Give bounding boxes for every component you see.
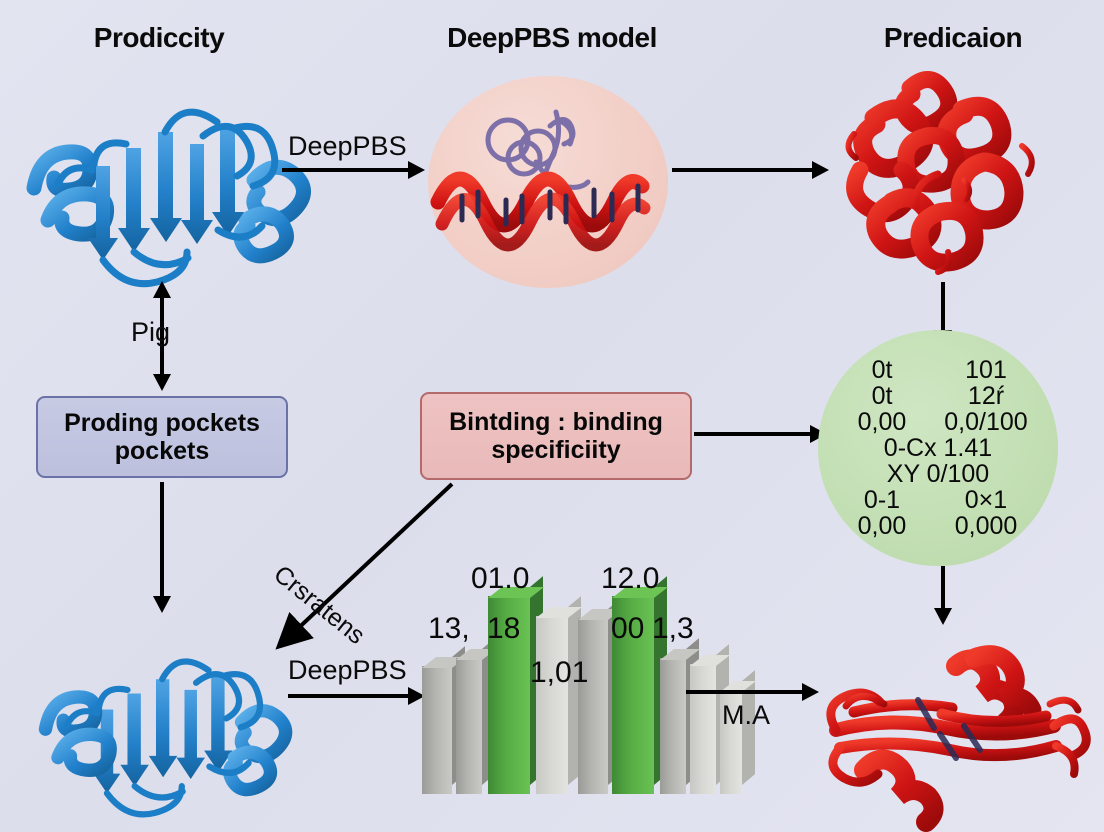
arrow-pig-line bbox=[160, 292, 164, 378]
arrow-dna-to-prediction-line bbox=[672, 168, 814, 172]
arrow-pockets-to-protein-head bbox=[153, 596, 171, 613]
protein-top-left bbox=[26, 108, 311, 288]
bar-b2 bbox=[456, 638, 497, 794]
bar-label-b6-inner: 00 bbox=[611, 612, 645, 645]
protein-bottom-right bbox=[826, 645, 1091, 832]
bar-b4 bbox=[536, 596, 583, 794]
column-title-right: Predicaion bbox=[883, 22, 1023, 53]
bar-label-b7: 1,3 bbox=[652, 612, 694, 645]
bar-b8 bbox=[690, 644, 731, 794]
box-binding-specificity-text: Bintding : binding specificiity bbox=[449, 408, 663, 464]
arrow-dna-to-prediction-head bbox=[812, 161, 829, 179]
arrow-specificity-to-protein2 bbox=[275, 482, 454, 650]
protein-top-right bbox=[845, 71, 1035, 275]
scores-row: 0-Cx 1.41 bbox=[883, 434, 993, 462]
arrow-label-ma: M.A bbox=[722, 700, 771, 730]
bar-b7 bbox=[660, 638, 701, 794]
arrow-pig-head-down bbox=[153, 374, 171, 391]
scores-row: 0-1 0×1 bbox=[863, 486, 1008, 514]
box-binding-pockets[interactable]: Proding pockets pockets bbox=[36, 396, 288, 478]
bar-b3 bbox=[488, 576, 545, 794]
box-binding-pockets-text: Proding pockets pockets bbox=[64, 409, 260, 465]
arrow-scores-to-structure-head bbox=[934, 608, 952, 625]
column-title-left: Prodiccity bbox=[93, 22, 225, 53]
bar-chart bbox=[420, 572, 757, 802]
arrow-pockets-to-protein-line bbox=[160, 482, 164, 600]
arrow-bars-to-structure-head bbox=[802, 683, 819, 701]
scores-row: 0,00 0,0/100 bbox=[857, 408, 1028, 436]
arrow-label-pig: Pig bbox=[131, 317, 171, 347]
bar-label-b4: 1,01 bbox=[530, 656, 589, 689]
arrow-protein-to-dna-head bbox=[408, 161, 425, 179]
arrow-scores-to-structure-line bbox=[941, 566, 945, 612]
bar-b5 bbox=[578, 598, 623, 794]
arrow-label-deeppbs-bottom: DeepPBS bbox=[288, 655, 407, 685]
scores-row: XY 0/100 bbox=[886, 460, 990, 488]
scores-row: 0t 12ŕ bbox=[871, 382, 1005, 410]
bar-b9 bbox=[720, 670, 757, 794]
protein-bottom-left bbox=[38, 658, 293, 818]
arrow-pig-head-up bbox=[153, 281, 171, 298]
scores-row: 0t 101 bbox=[871, 356, 1007, 384]
box-binding-specificity[interactable]: Bintding : binding specificiity bbox=[420, 392, 692, 480]
bar-b1 bbox=[422, 646, 467, 794]
bar-label-b3-top: 01.0 bbox=[471, 562, 530, 595]
column-title-middle: DeepPBS model bbox=[447, 22, 657, 53]
scores-circle: 0t 101 0t 12ŕ 0,00 0,0/100 0-Cx 1.41 XY … bbox=[818, 330, 1058, 566]
arrow-protein2-to-bars-line bbox=[288, 694, 410, 698]
arrow-bars-to-structure-line bbox=[686, 690, 804, 694]
scores-row: 0,00 0,000 bbox=[857, 512, 1018, 540]
bar-label-b6-top: 12.0 bbox=[601, 562, 660, 595]
bar-b6 bbox=[612, 576, 669, 794]
bar-label-b3-inner: 18 bbox=[487, 612, 521, 645]
arrow-prediction-to-scores-line bbox=[941, 282, 945, 334]
arrow-specificity-to-scores-line bbox=[694, 432, 812, 436]
arrow-protein-to-dna-line bbox=[282, 168, 410, 172]
arrow-protein2-to-bars-head bbox=[408, 687, 425, 705]
arrow-label-deeppbs-top: DeepPBS bbox=[288, 131, 407, 161]
bar-label-b1: 13, bbox=[428, 612, 470, 645]
dna-protein-complex bbox=[430, 109, 651, 252]
